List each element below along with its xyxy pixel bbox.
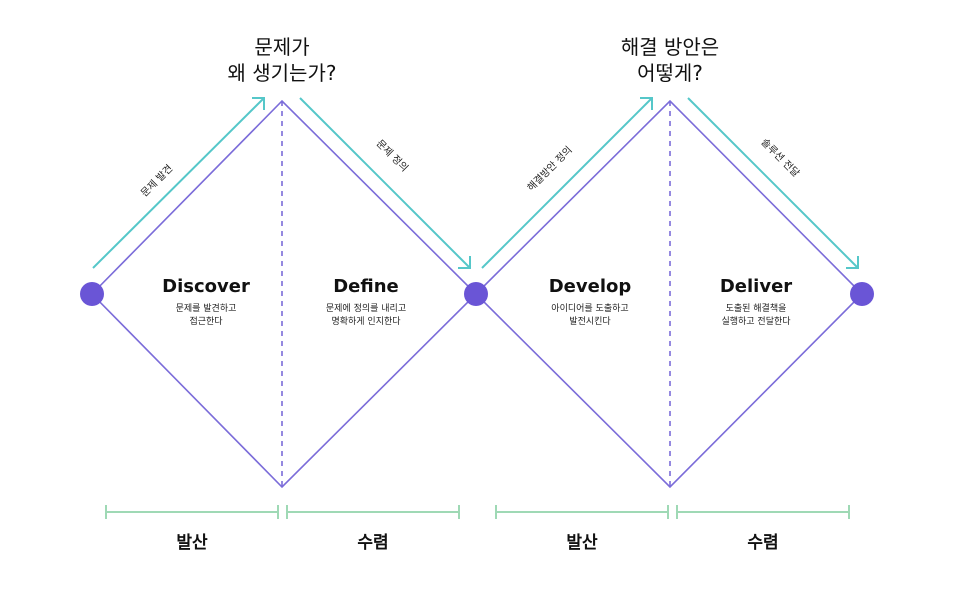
arrow-up-right-icon [92,97,265,269]
phase-desc-deliver-1: 도출된 해결책을 [726,302,787,314]
node-end [850,282,874,306]
question-solution-line1: 해결 방안은 [621,35,719,59]
phase-desc-discover-2: 접근한다 [189,315,223,327]
question-problem-line2: 왜 생기는가? [228,61,337,85]
phase-desc-discover-1: 문제를 발견하고 [176,302,237,314]
phase-desc-define-2: 명확하게 인지한다 [331,315,401,327]
arrow-label-deliver: 솔루션 전달 [758,136,801,179]
question-problem-line1: 문제가 [254,35,309,59]
bracket-diverge-1 [105,505,279,519]
question-solution-line2: 어떻게? [637,61,703,85]
arrow-label-discover: 문제 발견 [138,162,175,199]
phase-title-discover: Discover [162,276,250,297]
phase-desc-define-1: 문제에 정의를 내리고 [326,303,406,314]
phase-desc-develop-2: 발전시킨다 [569,316,611,327]
bracket-converge-2 [676,505,850,519]
phase-desc-deliver-2: 실행하고 전달한다 [721,315,791,327]
bracket-diverge-2 [495,505,669,519]
node-start [80,282,104,306]
arrow-down-right-icon [687,97,859,269]
phase-title-deliver: Deliver [720,276,792,297]
node-middle [464,282,488,306]
diamond-left [90,99,478,489]
diamond-right [474,99,864,489]
arrow-up-right-icon [481,97,653,269]
label-diverge-2: 발산 [566,533,598,553]
arrow-label-develop: 해결방안 정의 [524,143,574,193]
label-diverge-1: 발산 [176,533,208,553]
phase-title-develop: Develop [549,276,632,297]
arrow-down-right-icon [299,97,471,269]
phase-title-define: Define [333,276,399,297]
phase-desc-develop-1: 아이디어를 도출하고 [551,303,628,314]
bracket-converge-1 [286,505,460,519]
label-converge-2: 수렴 [747,532,778,553]
arrow-label-define: 문제 정의 [374,137,411,174]
label-converge-1: 수렴 [357,532,388,553]
